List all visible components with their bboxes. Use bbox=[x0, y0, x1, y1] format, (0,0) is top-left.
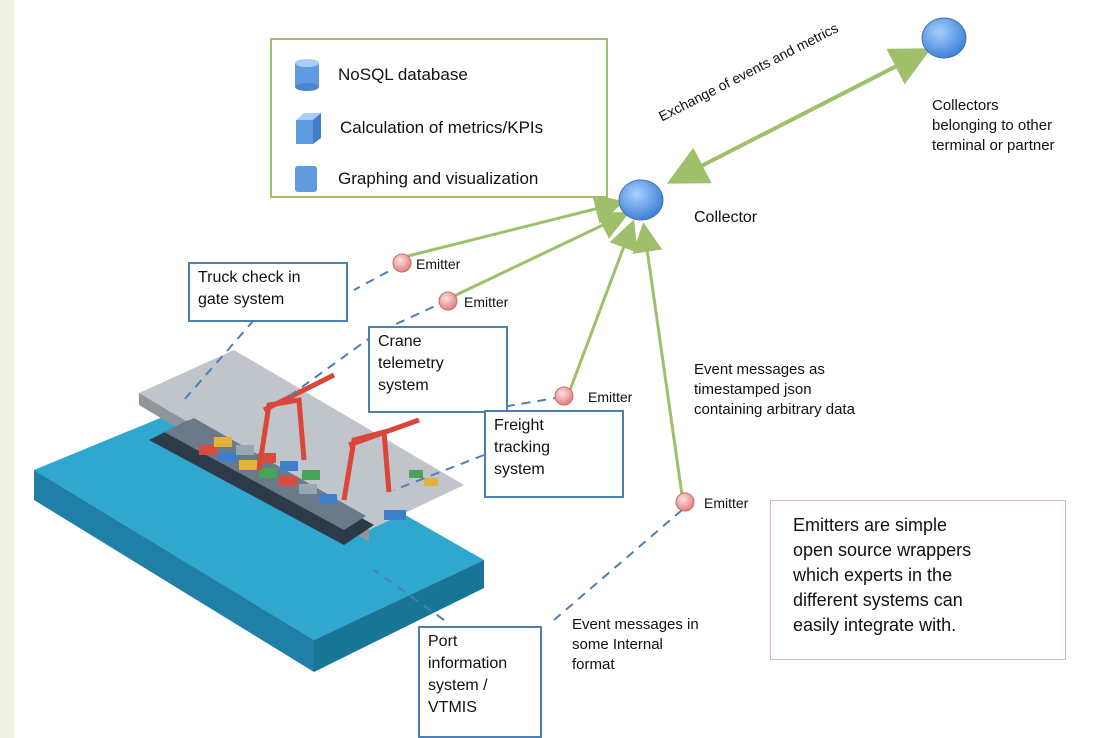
emitter-arrows bbox=[407, 194, 684, 496]
emitter-note: Emitters are simple open source wrappers… bbox=[770, 500, 1066, 660]
diagram-canvas: NoSQL database Calculation of metrics/KP… bbox=[14, 0, 1101, 738]
containers bbox=[199, 437, 337, 504]
legend-item-database: NoSQL database bbox=[294, 58, 468, 92]
legend-item-metrics: Calculation of metrics/KPIs bbox=[294, 111, 543, 145]
cylinder-icon bbox=[295, 59, 319, 91]
event-internal-label: Event messages in some Internal format bbox=[572, 616, 699, 673]
cranes bbox=[256, 372, 420, 501]
legend-label: Calculation of metrics/KPIs bbox=[340, 118, 544, 137]
emitter-label: Emitter bbox=[464, 294, 509, 310]
exchange-arrow bbox=[666, 48, 932, 184]
remote-collector-node bbox=[921, 17, 967, 59]
port-information-system-box: Port information system / VTMIS bbox=[418, 626, 542, 738]
emitter-node bbox=[438, 291, 458, 311]
legend-item-graphing: Graphing and visualization bbox=[294, 164, 538, 194]
emitter-node bbox=[675, 492, 695, 512]
port-illustration bbox=[34, 350, 484, 672]
square-icon bbox=[295, 166, 317, 192]
emitter-label: Emitter bbox=[588, 389, 633, 405]
legend-label: Graphing and visualization bbox=[338, 169, 539, 188]
event-json-label: Event messages as timestamped json conta… bbox=[694, 361, 855, 418]
emitter-label: Emitter bbox=[416, 256, 461, 272]
collector-node bbox=[618, 179, 664, 221]
remote-collectors-label: Collectors belonging to other terminal o… bbox=[932, 97, 1055, 154]
legend-box: NoSQL database Calculation of metrics/KP… bbox=[270, 38, 608, 198]
diagram-graphics bbox=[34, 17, 967, 672]
crane-telemetry-system-box: Crane telemetry system bbox=[368, 326, 508, 413]
dashed-connectors bbox=[183, 263, 683, 621]
legend-label: NoSQL database bbox=[338, 65, 468, 84]
freight-tracking-system-box: Freight tracking system bbox=[484, 410, 624, 498]
truck-gate-system-box: Truck check in gate system bbox=[188, 262, 348, 322]
emitter-node bbox=[554, 386, 574, 406]
emitter-node bbox=[392, 253, 412, 273]
emitter-label: Emitter bbox=[704, 495, 749, 511]
cube-icon bbox=[296, 113, 321, 144]
collector-label: Collector bbox=[694, 209, 758, 226]
